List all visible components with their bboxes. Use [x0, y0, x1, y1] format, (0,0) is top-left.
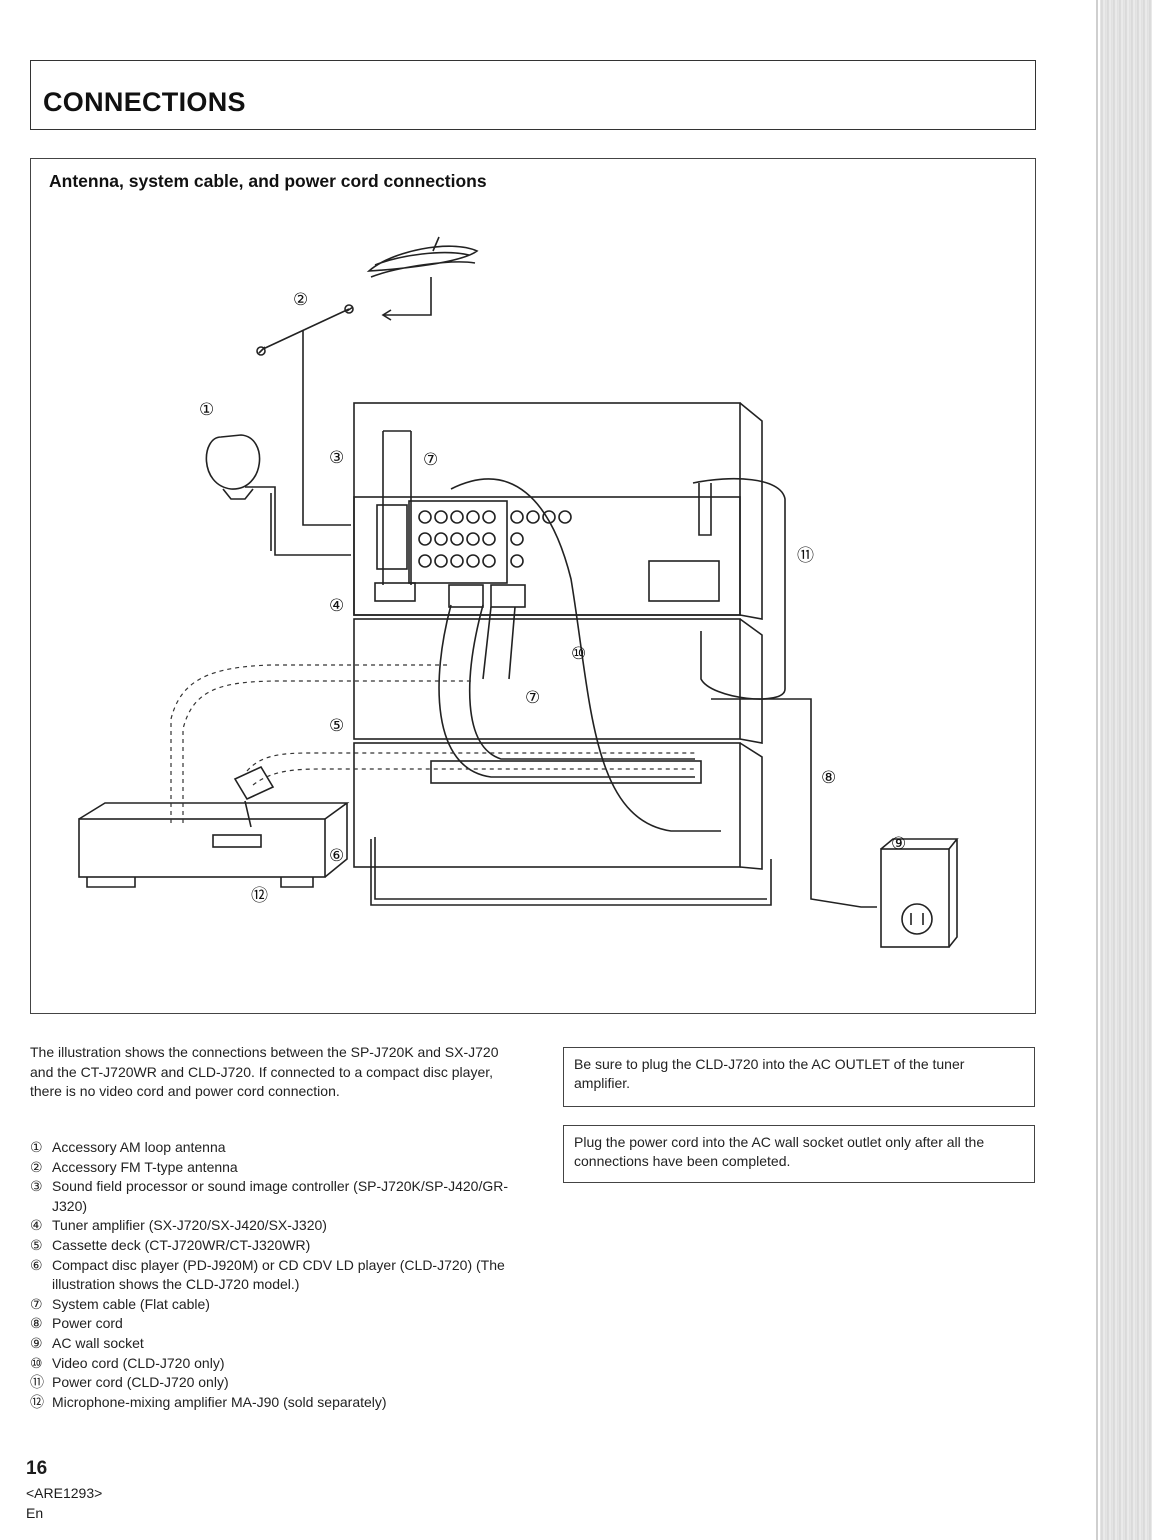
- fm-t-antenna: [258, 306, 354, 354]
- video-cord: [450, 478, 721, 832]
- page-number: 16: [26, 1458, 48, 1479]
- callout-9: ⑨: [891, 834, 906, 854]
- flat-cable-right: [482, 606, 516, 680]
- system-cable-dashed-3: [246, 752, 695, 772]
- cassette-deck-unit: [353, 618, 741, 740]
- power-cord-cld: [692, 477, 786, 700]
- callout-11: ⑪: [797, 546, 814, 566]
- mic-mixing-amplifier: [78, 818, 326, 878]
- diagram-box: Antenna, system cable, and power cord co…: [30, 158, 1036, 1014]
- diagram-heading: Antenna, system cable, and power cord co…: [49, 171, 487, 191]
- intro-text: The illustration shows the connections b…: [30, 1044, 499, 1099]
- connection-diagram: ① ② ③ ⑦ ④ ⑩ ⑦ ⑤ ⑪ ⑧ ⑨ ⑥ ⑫: [78, 236, 959, 948]
- callout-1: ①: [199, 400, 214, 420]
- title-box: CONNECTIONS: [30, 60, 1036, 130]
- system-cable-top: [382, 430, 412, 585]
- page-title: CONNECTIONS: [43, 87, 246, 117]
- power-cord-main: [711, 698, 877, 908]
- cd-ld-player-unit: [353, 742, 741, 868]
- system-cable-dashed-2: [182, 680, 471, 823]
- document-code: <ARE1293>: [26, 1485, 103, 1501]
- page-edge-shadow: [1100, 0, 1152, 1540]
- callout-12: ⑫: [251, 886, 268, 906]
- page-edge-line: [1096, 0, 1098, 1540]
- mic-amp-connector: [233, 765, 275, 828]
- note-plug-after-connections: Plug the power cord into the AC wall soc…: [563, 1125, 1035, 1183]
- fm-antenna-coil: [366, 245, 479, 278]
- system-cable-dashed-1: [170, 664, 451, 823]
- callout-8: ⑧: [821, 768, 836, 788]
- am-loop-antenna: [205, 434, 261, 490]
- callout-5: ⑤: [329, 716, 344, 736]
- language-code: En: [26, 1505, 44, 1521]
- rca-jack-grid: [418, 510, 572, 568]
- callout-4: ④: [329, 596, 344, 616]
- callout-7b: ⑦: [525, 688, 540, 708]
- callout-7a: ⑦: [423, 450, 438, 470]
- note-plug-ac-outlet: Be sure to plug the CLD-J720 into the AC…: [563, 1047, 1035, 1107]
- ac-wall-socket: [880, 848, 950, 948]
- callout-6: ⑥: [329, 846, 344, 866]
- arrow-to-antenna: [383, 277, 432, 316]
- callout-2: ②: [293, 290, 308, 310]
- flat-cable-left: [438, 604, 695, 778]
- callout-3: ③: [329, 448, 344, 468]
- callout-10: ⑩: [571, 644, 586, 664]
